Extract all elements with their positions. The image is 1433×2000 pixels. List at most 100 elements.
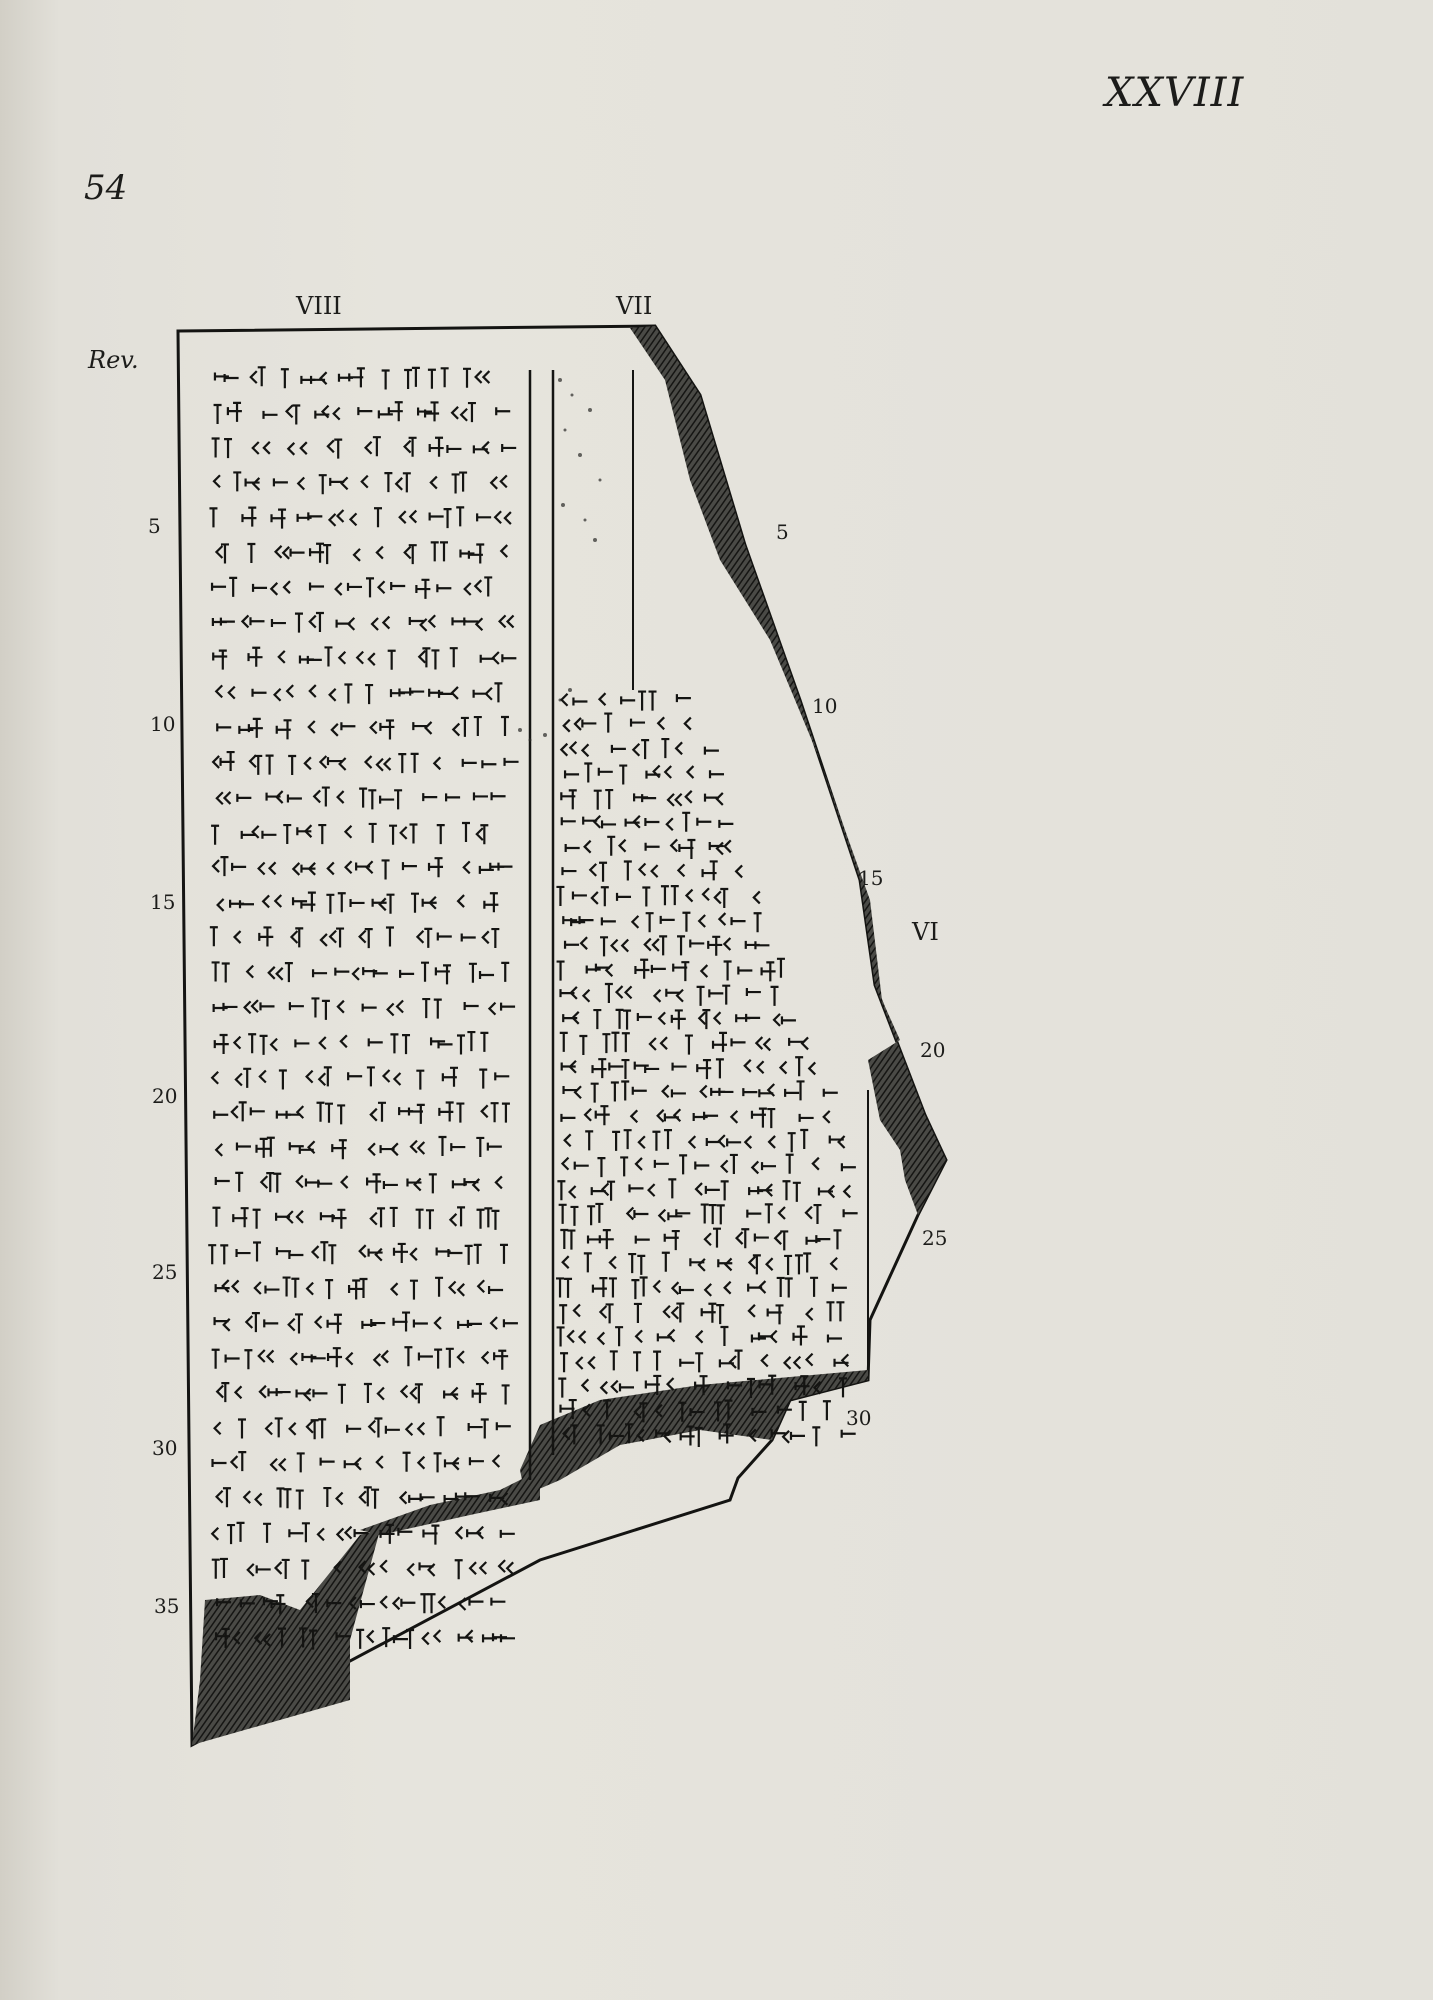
cuneiform-wedge: [285, 684, 294, 698]
cuneiform-wedge: [699, 1375, 708, 1396]
cuneiform-wedge: [600, 1182, 610, 1197]
cuneiform-wedge: [708, 1203, 717, 1225]
cuneiform-wedge: [406, 1562, 415, 1577]
cuneiform-wedge: [632, 814, 641, 829]
cuneiform-wedge: [562, 1426, 571, 1441]
cuneiform-wedge: [582, 1403, 591, 1418]
cuneiform-wedge: [720, 887, 729, 908]
cuneiform-wedge: [436, 584, 452, 593]
cuneiform-wedge: [323, 544, 332, 565]
cuneiform-wedge: [630, 915, 640, 929]
cuneiform-wedge: [231, 862, 247, 871]
cuneiform-wedge: [728, 1355, 737, 1369]
cuneiform-wedge: [422, 647, 431, 668]
cuneiform-wedge: [476, 1136, 485, 1157]
cuneiform-wedge: [587, 1205, 596, 1226]
cuneiform-wedge: [568, 740, 578, 755]
cuneiform-wedge: [664, 1129, 673, 1150]
cuneiform-wedge: [717, 912, 727, 926]
cuneiform-wedge: [560, 1352, 569, 1373]
cuneiform-wedge: [661, 1251, 670, 1272]
cuneiform-wedge: [668, 1178, 677, 1199]
cuneiform-wedge: [784, 1254, 793, 1275]
cuneiform-wedge: [590, 1082, 599, 1103]
cuneiform-wedge: [715, 841, 724, 856]
cuneiform-wedge: [481, 760, 497, 769]
cuneiform-wedge: [423, 409, 440, 418]
cuneiform-wedge: [288, 754, 297, 775]
cuneiform-wedge: [484, 686, 493, 701]
cuneiform-wedge: [243, 1000, 252, 1015]
cuneiform-wedge: [459, 471, 468, 492]
cuneiform-wedge: [319, 371, 328, 385]
cuneiform-wedge: [427, 862, 444, 871]
cuneiform-wedge: [770, 1429, 786, 1438]
cuneiform-wedge: [734, 864, 743, 879]
cuneiform-wedge: [211, 1558, 220, 1579]
cuneiform-wedge: [421, 578, 430, 599]
cuneiform-wedge: [275, 790, 284, 804]
cuneiform-wedge: [730, 917, 746, 926]
cuneiform-wedge: [336, 999, 345, 1014]
cuneiform-wedge: [238, 900, 254, 909]
cuneiform-wedge: [288, 1422, 297, 1436]
cuneiform-wedge: [406, 1628, 415, 1650]
cuneiform-wedge: [232, 1035, 242, 1050]
cuneiform-wedge: [301, 1353, 317, 1362]
cuneiform-wedge: [333, 1560, 342, 1575]
cuneiform-wedge: [317, 1072, 327, 1087]
cuneiform-wedge: [348, 1596, 357, 1610]
cuneiform-wedge: [436, 932, 452, 941]
cuneiform-wedge: [338, 757, 347, 771]
cuneiform-wedge: [491, 927, 500, 949]
cuneiform-wedge: [697, 1258, 706, 1272]
cuneiform-wedge: [395, 999, 404, 1014]
cuneiform-wedge: [249, 370, 258, 384]
cuneiform-wedge: [422, 793, 438, 802]
cuneiform-wedge: [281, 546, 290, 560]
cuneiform-wedge: [822, 1110, 831, 1124]
cuneiform-wedge: [249, 1107, 265, 1116]
cuneiform-wedge: [390, 1033, 399, 1054]
cuneiform-wedge: [213, 1040, 229, 1049]
cuneiform-wedge: [215, 1384, 224, 1399]
cuneiform-wedge: [286, 442, 296, 456]
cuneiform-wedge: [475, 1382, 484, 1404]
cuneiform-wedge: [372, 969, 388, 978]
cuneiform-wedge: [218, 649, 227, 670]
cuneiform-wedge: [729, 1153, 738, 1174]
cuneiform-wedge: [472, 792, 488, 801]
cuneiform-wedge: [278, 1627, 287, 1648]
cuneiform-wedge: [562, 1014, 578, 1023]
cuneiform-wedge: [493, 1352, 509, 1361]
cuneiform-wedge: [805, 1307, 814, 1321]
cuneiform-wedge: [822, 1400, 831, 1421]
cuneiform-wedge: [743, 1059, 752, 1073]
cuneiform-wedge: [321, 999, 330, 1020]
cuneiform-wedge: [369, 1107, 378, 1122]
cuneiform-wedge: [236, 1521, 245, 1542]
cuneiform-wedge: [358, 1560, 367, 1574]
cuneiform-wedge: [451, 722, 461, 737]
cuneiform-wedge: [295, 1210, 304, 1224]
cuneiform-wedge: [723, 839, 732, 854]
cuneiform-wedge: [462, 860, 471, 875]
cuneiform-wedge: [753, 1233, 769, 1242]
cuneiform-wedge: [340, 722, 356, 731]
cuneiform-wedge: [702, 1059, 711, 1080]
cuneiform-wedge: [598, 1305, 608, 1319]
cuneiform-wedge: [251, 1312, 260, 1333]
cuneiform-wedge: [796, 1325, 805, 1346]
cuneiform-wedge: [712, 1011, 722, 1025]
cuneiform-wedge: [826, 1301, 835, 1322]
cuneiform-wedge: [261, 830, 277, 839]
cuneiform-wedge: [368, 789, 377, 810]
cuneiform-wedge: [213, 403, 222, 424]
cuneiform-wedge: [291, 862, 301, 876]
cuneiform-wedge: [633, 1302, 642, 1323]
cuneiform-wedge: [659, 1036, 668, 1050]
cuneiform-wedge: [353, 1529, 369, 1538]
cuneiform-wedge: [715, 792, 724, 806]
cuneiform-wedge: [235, 1171, 244, 1192]
